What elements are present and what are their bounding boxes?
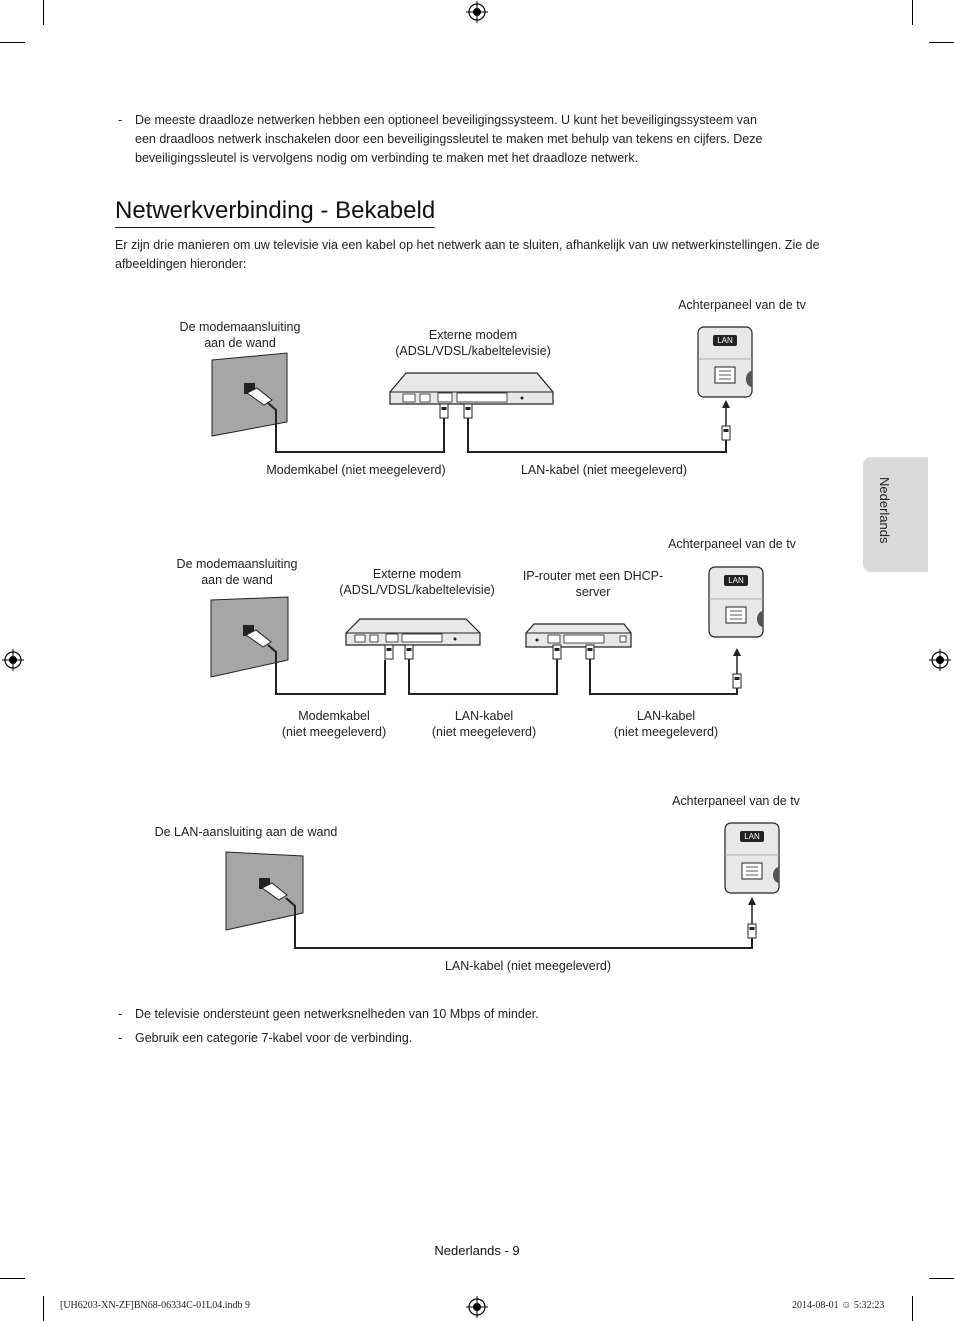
language-tab: Nederlands — [863, 457, 928, 572]
modem-cable — [267, 644, 386, 695]
label-line: LAN-kabel — [636, 709, 696, 723]
crop-mark — [0, 42, 25, 43]
crop-mark — [929, 42, 954, 43]
imprint-right: 2014-08-01 ☺ 5:32:23 — [792, 1300, 885, 1311]
label-line: Externe modem — [428, 328, 518, 342]
label-line: IP-router met een DHCP- — [522, 569, 664, 583]
lan-cable-label: LAN-kabel (niet meegeleverd) — [596, 708, 736, 740]
diagram-3 — [225, 822, 780, 949]
label-line: De modemaansluiting — [176, 557, 298, 571]
modem-label: Externe modem (ADSL/VDSL/kabeltelevisie) — [327, 566, 507, 598]
bullet-text: De televisie ondersteunt geen netwerksne… — [135, 1007, 539, 1021]
registration-mark-bottom — [466, 1296, 488, 1318]
page-title: Netwerkverbinding - Bekabeld — [115, 196, 436, 228]
diagram-1 — [211, 326, 753, 453]
label-line: aan de wand — [201, 573, 273, 587]
wall-socket-label: De LAN-aansluiting aan de wand — [154, 825, 338, 839]
bullet-dash: - — [118, 1031, 123, 1045]
registration-mark-right — [929, 649, 951, 671]
lan-cable — [467, 418, 727, 453]
label-line: (niet meegeleverd) — [431, 725, 537, 739]
tv-panel-label: Achterpaneel van de tv — [668, 537, 796, 551]
label-line: (ADSL/VDSL/kabeltelevisie) — [339, 583, 495, 597]
bullet-wireless-security: - De meeste draadloze netwerken hebben e… — [118, 111, 818, 171]
lan-cable-label: LAN-kabel (niet meegeleverd) — [444, 959, 612, 973]
lan-port-label: LAN — [728, 576, 744, 585]
lan-port-label: LAN — [744, 832, 760, 841]
bullet-line: De meeste draadloze netwerken hebben een… — [135, 113, 757, 127]
router-label: IP-router met een DHCP- server — [508, 568, 678, 600]
tv-panel-label: Achterpaneel van de tv — [672, 794, 800, 808]
bullet-dash: - — [118, 1007, 123, 1021]
lan-port-label: LAN — [717, 336, 733, 345]
label-line: Externe modem — [372, 567, 462, 581]
label-line: (niet meegeleverd) — [613, 725, 719, 739]
diagram-2 — [210, 566, 764, 695]
lan-cable — [285, 897, 753, 949]
crop-mark — [43, 0, 44, 25]
label-line: aan de wand — [204, 336, 276, 350]
tv-panel-label: Achterpaneel van de tv — [678, 298, 806, 312]
wall-socket-label: De modemaansluiting aan de wand — [157, 556, 317, 588]
language-tab-label: Nederlands — [877, 477, 892, 544]
registration-mark-left — [2, 649, 24, 671]
crop-mark — [912, 0, 913, 25]
bullet-cable: - Gebruik een categorie 7-kabel voor de … — [118, 1029, 818, 1049]
modem-cable-label: Modemkabel (niet meegeleverd) — [266, 463, 446, 477]
modem-device — [389, 372, 554, 405]
wall-socket-label: De modemaansluiting aan de wand — [160, 319, 320, 351]
lan-cable-label: LAN-kabel (niet meegeleverd) — [520, 463, 688, 477]
router-device — [525, 623, 632, 648]
label-line: Modemkabel — [298, 709, 370, 723]
page-number: Nederlands - 9 — [434, 1243, 520, 1258]
label-line: (niet meegeleverd) — [281, 725, 387, 739]
label-line: LAN-kabel — [454, 709, 514, 723]
crop-mark — [929, 1278, 954, 1279]
imprint-left: [UH6203-XN-ZF]BN68-06334C-01L04.indb 9 — [60, 1300, 250, 1311]
modem-device — [345, 618, 481, 646]
label-line: (ADSL/VDSL/kabeltelevisie) — [395, 344, 551, 358]
bullet-line: een draadloos netwerk inschakelen door e… — [135, 132, 763, 146]
bullet-dash: - — [118, 113, 123, 127]
crop-mark — [912, 1296, 913, 1321]
modem-label: Externe modem (ADSL/VDSL/kabeltelevisie) — [383, 327, 563, 359]
crop-mark — [0, 1278, 25, 1279]
lan-cable-label: LAN-kabel (niet meegeleverd) — [414, 708, 554, 740]
crop-mark — [43, 1296, 44, 1321]
wall-panel — [225, 851, 304, 931]
wall-socket — [243, 625, 254, 636]
bullet-text: Gebruik een categorie 7-kabel voor de ve… — [135, 1031, 413, 1045]
wall-socket — [244, 383, 255, 394]
registration-mark-top — [466, 1, 488, 23]
bullet-speed: - De televisie ondersteunt geen netwerks… — [118, 1005, 818, 1025]
label-line: De modemaansluiting — [179, 320, 301, 334]
modem-cable — [267, 402, 445, 453]
intro-paragraph: Er zijn drie manieren om uw televisie vi… — [115, 238, 820, 271]
bullet-line: beveiligingssleutel is vervolgens nodig … — [135, 151, 639, 165]
modem-cable-label: Modemkabel (niet meegeleverd) — [264, 708, 404, 740]
lan-cable-router-tv — [589, 659, 738, 695]
wall-socket — [259, 878, 270, 889]
label-line: server — [575, 585, 611, 599]
lan-cable-modem-router — [408, 659, 558, 695]
